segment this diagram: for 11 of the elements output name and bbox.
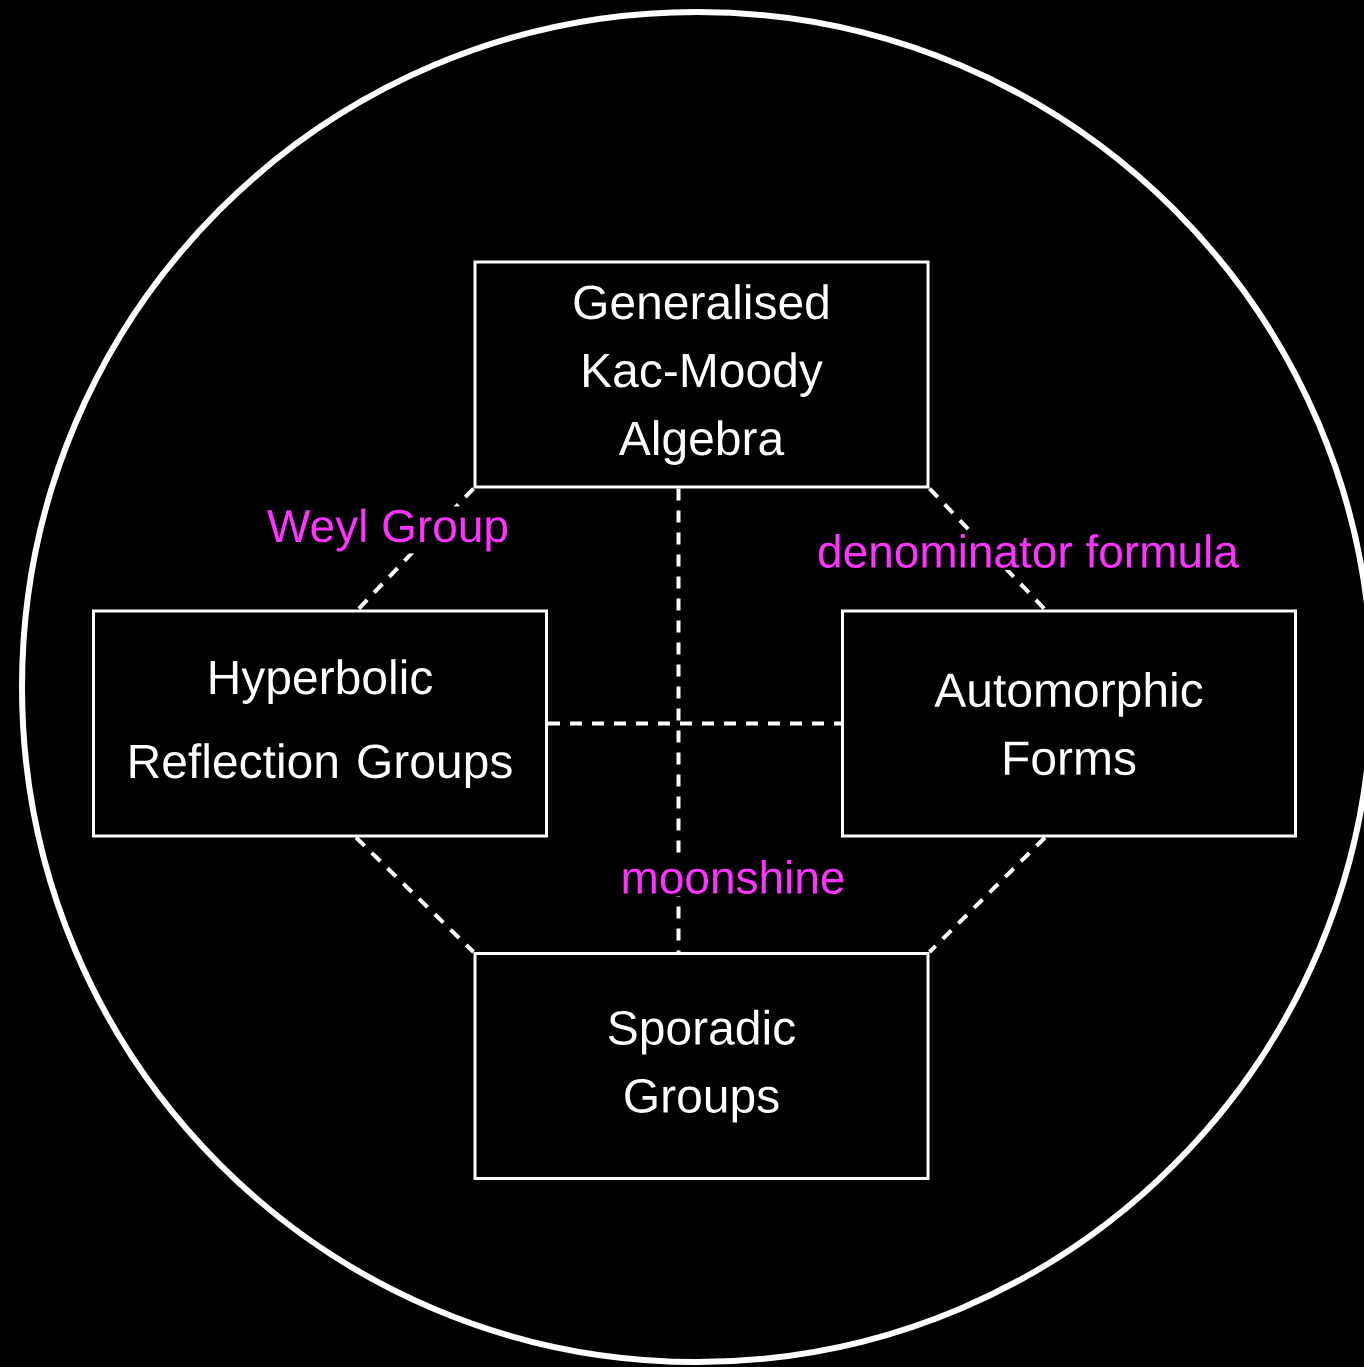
edge-label: denominator formula <box>815 532 1241 570</box>
dashed-line <box>354 836 475 954</box>
text-box: Sporadic Groups <box>473 952 930 1180</box>
dashed-line <box>548 721 841 726</box>
dashed-line <box>928 836 1047 954</box>
dashed-line <box>676 488 681 952</box>
edge-label: moonshine <box>618 858 848 896</box>
text-box: Automorphic Forms <box>841 609 1297 838</box>
text-box: Hyperbolic Reflection Groups <box>92 609 548 838</box>
text-box: Generalised Kac-Moody Algebra <box>473 260 930 489</box>
edge-label: Weyl Group <box>265 506 511 554</box>
